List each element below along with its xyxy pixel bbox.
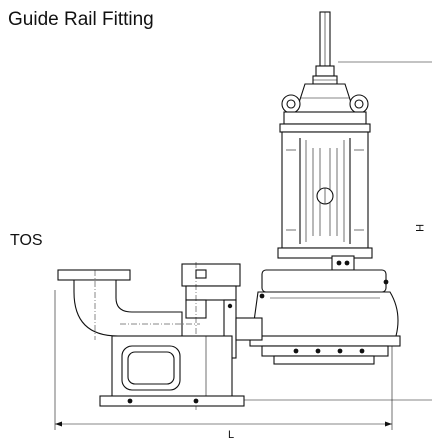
terminal-box bbox=[331, 255, 355, 271]
cable-gland bbox=[312, 11, 338, 85]
duckfoot-bend bbox=[57, 269, 200, 340]
dimension-lines bbox=[54, 61, 432, 430]
base-stand bbox=[99, 335, 245, 407]
page-title: Guide Rail Fitting bbox=[8, 9, 154, 30]
tos-label: TOS bbox=[10, 232, 43, 249]
pump-casing bbox=[249, 269, 401, 365]
motor-frame bbox=[277, 131, 373, 259]
length-dimension-label: L bbox=[228, 429, 235, 441]
motor-top bbox=[279, 83, 371, 133]
